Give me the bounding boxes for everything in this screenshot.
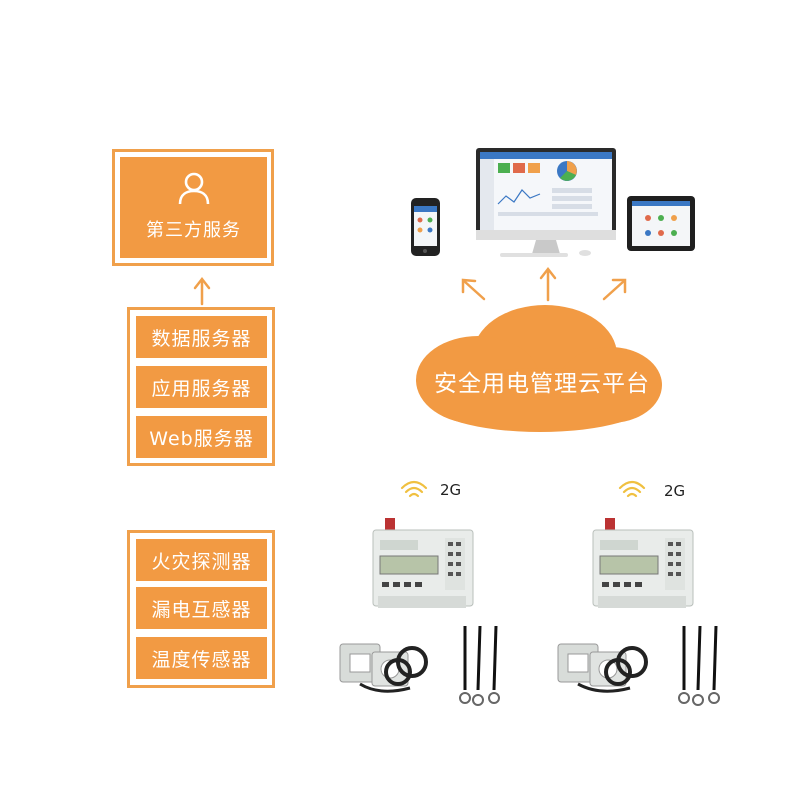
sensor-box-temp: 温度传感器 (136, 637, 267, 679)
server-box-app: 应用服务器 (136, 366, 267, 408)
current-transformer-icon (557, 643, 648, 693)
sensor-box-leakage: 漏电互感器 (136, 587, 267, 629)
server-box-data: 数据服务器 (136, 316, 267, 358)
phone-icon (411, 198, 440, 256)
sensor-label-fire: 火灾探测器 (151, 550, 252, 573)
gateway-device-icon (372, 518, 474, 608)
user-icon (178, 172, 209, 204)
sensor-label-leakage: 漏电互感器 (151, 598, 252, 621)
sensor-box-fire: 火灾探测器 (136, 539, 267, 581)
gateway-device-icon (592, 518, 694, 608)
cloud-label: 安全用电管理云平台 (434, 371, 650, 397)
gateway-signal-label: 2G (440, 481, 462, 499)
server-label-app: 应用服务器 (151, 377, 252, 400)
sensor-label-temp: 温度传感器 (151, 648, 252, 671)
tablet-icon (627, 196, 695, 251)
server-label-data: 数据服务器 (151, 327, 252, 350)
server-box-web: Web服务器 (136, 416, 267, 458)
wifi-icon (400, 480, 428, 498)
current-transformer-icon (339, 643, 428, 693)
third-party-box: 第三方服务 (120, 157, 267, 258)
third-party-label: 第三方服务 (146, 219, 241, 241)
temperature-probe-icon (678, 625, 720, 706)
gateway-signal-label: 2G (664, 482, 686, 500)
server-label-web: Web服务器 (149, 427, 254, 450)
wifi-icon (618, 480, 646, 498)
temperature-probe-icon (459, 625, 500, 706)
desktop-monitor-icon (476, 148, 616, 257)
